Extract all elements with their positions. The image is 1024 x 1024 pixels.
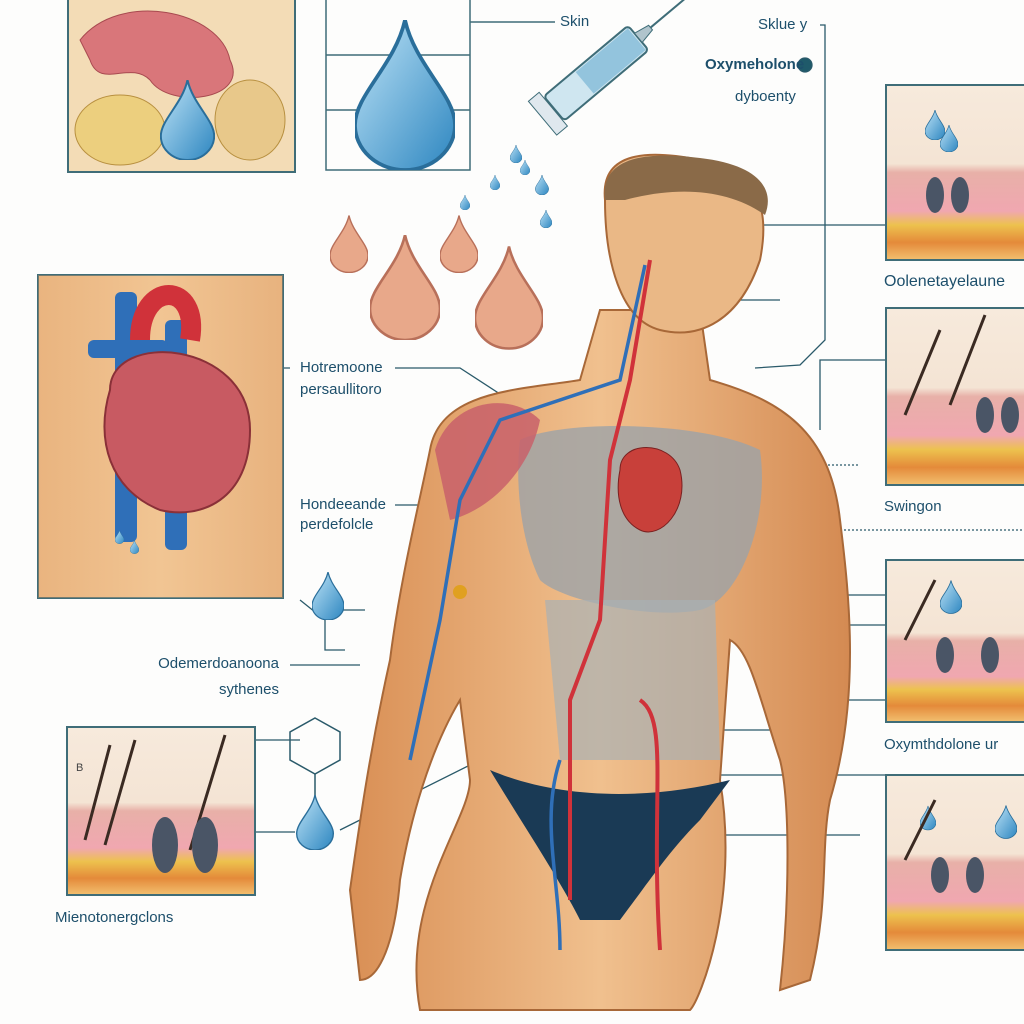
tissue-drop (440, 215, 478, 273)
tissue-drop (475, 245, 543, 350)
label-oxymthdolone: Oxymthdolone ur (884, 736, 999, 753)
human-figure (348, 153, 851, 1011)
label-oxymeholone: Oxymeholone (705, 56, 805, 73)
label-sklue: Sklue y (758, 16, 808, 33)
droplets (460, 145, 552, 228)
syringe-icon (527, 0, 689, 136)
label-swingon: Swingon (884, 498, 942, 515)
heart-panel (37, 274, 284, 599)
water-drop-icon (312, 572, 344, 620)
tissue-drop (330, 215, 368, 273)
right-skin-panels (885, 84, 1024, 951)
water-drop-icon (355, 20, 455, 170)
label-oolenetayelaune: Oolenetayelaune (884, 273, 1005, 290)
label-skin: Skin (560, 13, 590, 30)
intestine-panel (67, 0, 296, 173)
label-odemerdoanoona: Odemerdoanoona (158, 655, 279, 672)
label-hotremoone: Hotremoone (300, 359, 383, 376)
label-mienotonergclons: Mienotonergclons (55, 909, 174, 926)
label-dyboenty: dyboenty (735, 88, 796, 105)
skin-cross-section-panel (66, 726, 256, 896)
label-persaullitoro: persaullitoro (300, 381, 382, 398)
panel-letter: B (76, 762, 84, 774)
label-hondeeande: Hondeeande (300, 496, 386, 513)
label-sythenes: sythenes (218, 681, 279, 698)
water-drop-icon (295, 795, 335, 850)
molecule-hexagon-icon (289, 717, 341, 800)
label-perdefolcle: perdefolcle (300, 516, 374, 533)
tissue-drop (370, 235, 440, 340)
